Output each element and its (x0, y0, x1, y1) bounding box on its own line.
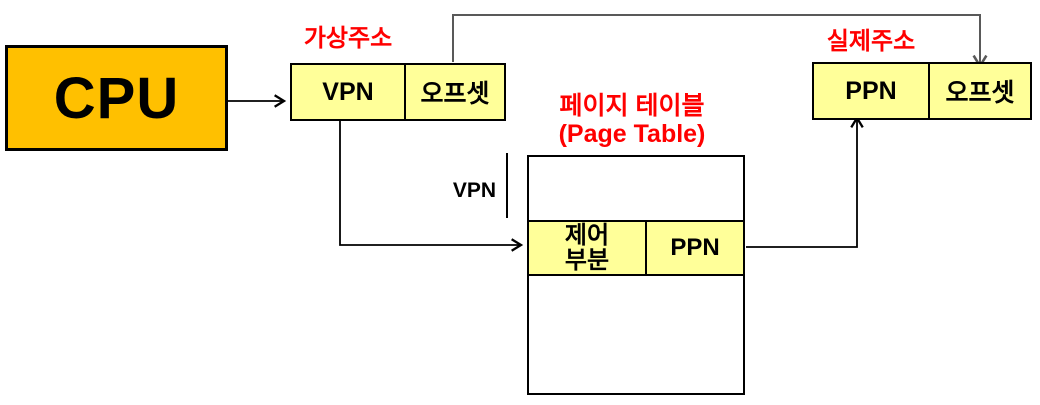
cpu-label: CPU (53, 65, 180, 131)
page-table-title-korean: 페이지 테이블 (559, 92, 705, 120)
physical-address-box: PPN 오프셋 (812, 62, 1032, 120)
arrow-vpn-to-page-table (339, 121, 524, 252)
physical-address-offset-cell: 오프셋 (945, 79, 1015, 107)
page-table-index-label: VPN (452, 179, 496, 202)
page-table-title: 페이지 테이블 (Page Table) (512, 92, 752, 148)
arrow-page-table-to-ppn (746, 115, 864, 248)
virtual-address-title: 가상주소 (303, 25, 393, 52)
virtual-address-box: VPN 오프셋 (290, 63, 506, 121)
page-table-ppn-cell: PPN (670, 234, 720, 261)
page-table-control-cell: 제어 부분 (529, 222, 647, 274)
virtual-address-offset-cell: 오프셋 (420, 80, 490, 108)
physical-address-title: 실제주소 (826, 28, 916, 55)
arrow-virtual-offset-to-physical-offset (452, 14, 988, 69)
virtual-address-vpn-cell: VPN (292, 65, 406, 119)
page-table-entry-row: 제어 부분 PPN (527, 220, 745, 276)
physical-address-ppn-cell: PPN (814, 64, 930, 118)
page-table-title-english: (Page Table) (558, 120, 706, 148)
cpu-box: CPU (5, 45, 228, 151)
